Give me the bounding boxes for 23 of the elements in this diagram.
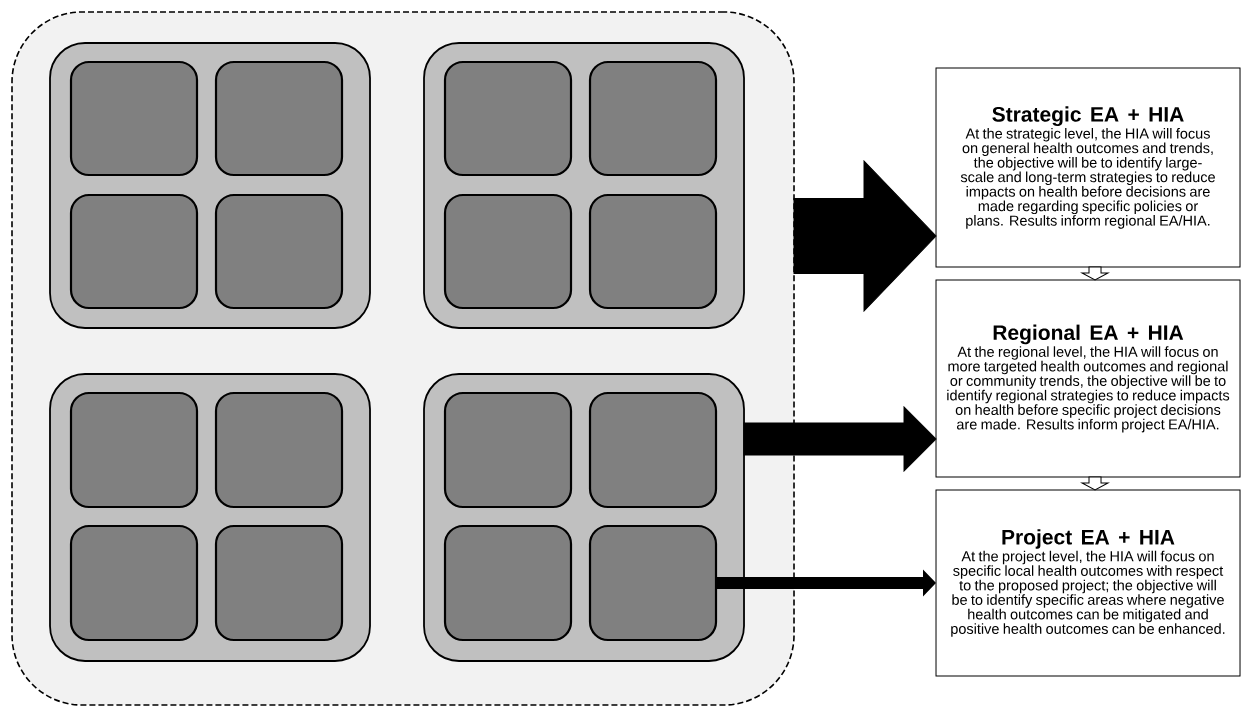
tile-box bbox=[69, 193, 199, 310]
hollow-arrow bbox=[1081, 476, 1109, 491]
tile-box bbox=[214, 391, 344, 509]
tile-box bbox=[69, 524, 199, 642]
description-box: Strategic EA + HIA At the strategic level, the HIA will focus on general health outcomes and trends, the objective will be to identify large-scale and long-term strategies to reduce impacts on health before decisions are made regarding specific policies or plans. Results inform regional EA/HIA. bbox=[935, 67, 1241, 268]
tile-box bbox=[443, 193, 573, 310]
tile-box bbox=[588, 60, 718, 177]
tile-box bbox=[214, 60, 344, 177]
tile-box bbox=[443, 391, 573, 509]
tile-box bbox=[588, 524, 718, 642]
tile-box bbox=[588, 193, 718, 310]
tile-box bbox=[214, 193, 344, 310]
tile-box bbox=[588, 391, 718, 509]
tile-box bbox=[214, 524, 344, 642]
description-box: Project EA + HIA At the project level, the HIA will focus on specific local health outcomes with respect to the proposed project; the objective will be to identify specific areas where negative health outcomes can be mitigated and positive health outcomes can be enhanced. bbox=[935, 489, 1241, 677]
description-box: Regional EA + HIA At the regional level, the HIA will focus on more targeted health outcomes and regional or community trends, the objective will be to identify regional strategies to reduce impacts on health before specific project decisions are made. Results inform project EA/HIA. bbox=[935, 279, 1241, 478]
tile-box bbox=[443, 60, 573, 177]
tile-box bbox=[69, 391, 199, 509]
tile-box bbox=[443, 524, 573, 642]
block-arrow bbox=[743, 406, 937, 472]
block-arrow bbox=[793, 160, 937, 312]
hollow-arrow bbox=[1081, 266, 1109, 281]
tile-box bbox=[69, 60, 199, 177]
